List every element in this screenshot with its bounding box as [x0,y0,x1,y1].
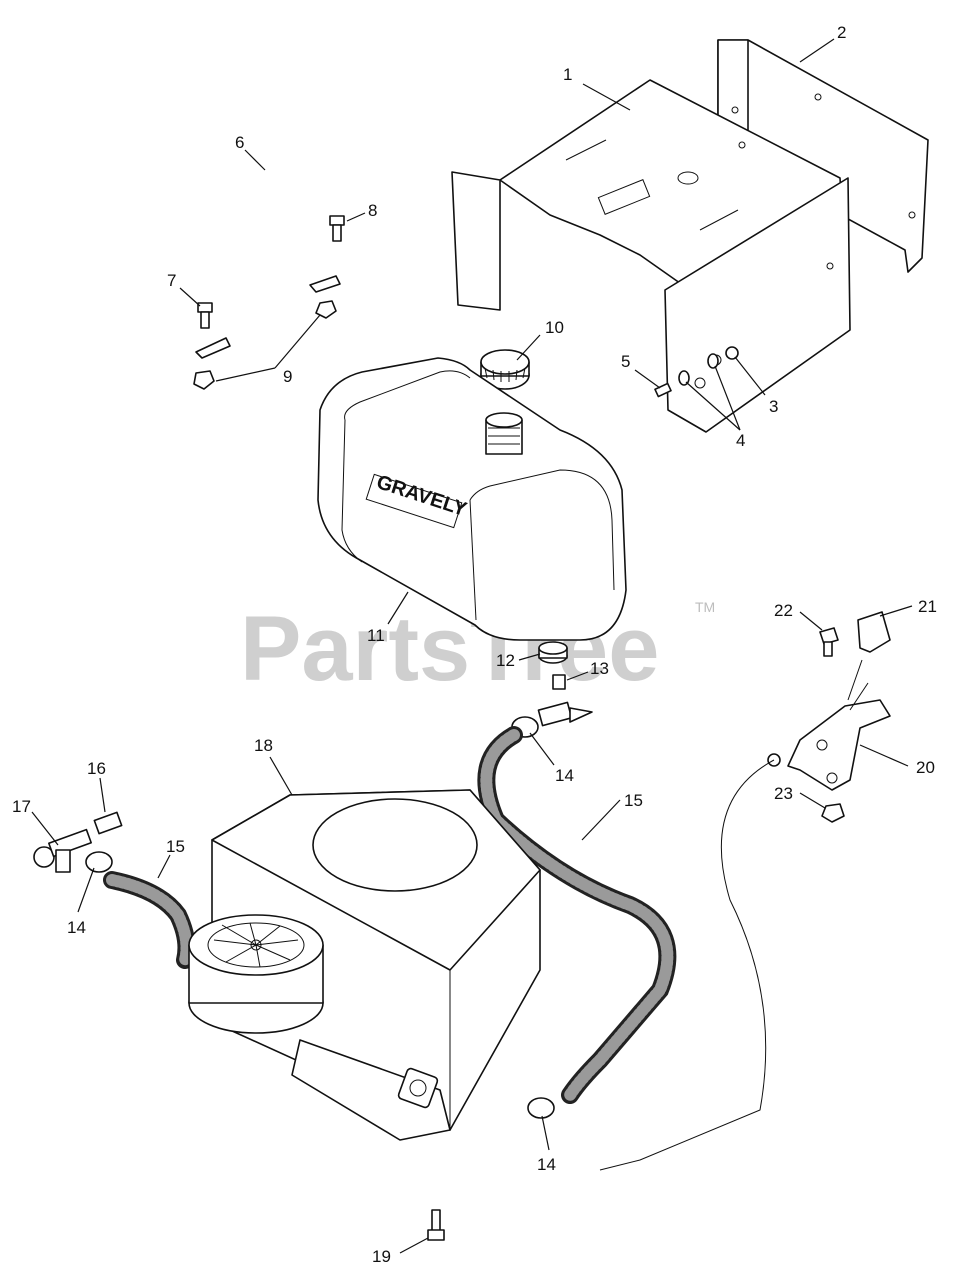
part-7-bolt [197,302,213,329]
callout-19: 19 [372,1247,391,1266]
part-17-tee-fitting [33,828,92,873]
part-13-shutoff-valve [537,674,593,727]
part-1-seat-support [451,79,851,433]
callout-14a: 14 [555,766,574,785]
part-10-fuel-cap [480,349,530,390]
callout-15b: 15 [166,837,185,856]
callout-10: 10 [545,318,564,337]
part-4-washers [678,353,719,386]
callout-1: 1 [563,65,572,84]
part-8-bolt [329,215,345,242]
part-6-tank-strap [195,162,341,359]
part-16-fitting [93,811,123,835]
callout-21: 21 [918,597,937,616]
callout-17: 17 [12,797,31,816]
callout-2: 2 [837,23,846,42]
part-3-nut [725,346,739,360]
callout-3: 3 [769,397,778,416]
callout-8: 8 [368,201,377,220]
leader-lines [31,38,913,1254]
callout-22: 22 [774,601,793,620]
part-15-fuel-hoses [103,726,677,1104]
part-23-nut [821,803,845,823]
callout-15a: 15 [624,791,643,810]
part-9-nuts [193,300,337,390]
part-5-bolt [654,382,672,398]
callout-23: 23 [774,784,793,803]
callout-5: 5 [621,352,630,371]
callout-6: 6 [235,133,244,152]
callout-4: 4 [736,431,745,450]
callout-20: 20 [916,758,935,777]
part-12-grommet [538,641,568,664]
callout-14c: 14 [537,1155,556,1174]
callout-18: 18 [254,736,273,755]
part-11-fuel-tank: GRAVELY [317,357,627,641]
callout-12: 12 [496,651,515,670]
callout-numbers: 1 2 3 4 5 6 7 8 9 10 11 12 13 14 14 14 1… [12,23,937,1266]
part-2-rear-plate [717,39,929,273]
part-22-bolt [819,627,839,657]
part-21-knob [857,611,891,653]
part-18-engine [188,789,541,1141]
callout-9: 9 [283,367,292,386]
callout-16: 16 [87,759,106,778]
callout-13: 13 [590,659,609,678]
callout-7: 7 [167,271,176,290]
callout-11: 11 [367,626,385,645]
watermark-tm: TM [695,599,715,615]
part-19-bolt [427,1209,445,1241]
part-20-throttle-control [599,659,891,1171]
callout-14b: 14 [67,918,86,937]
